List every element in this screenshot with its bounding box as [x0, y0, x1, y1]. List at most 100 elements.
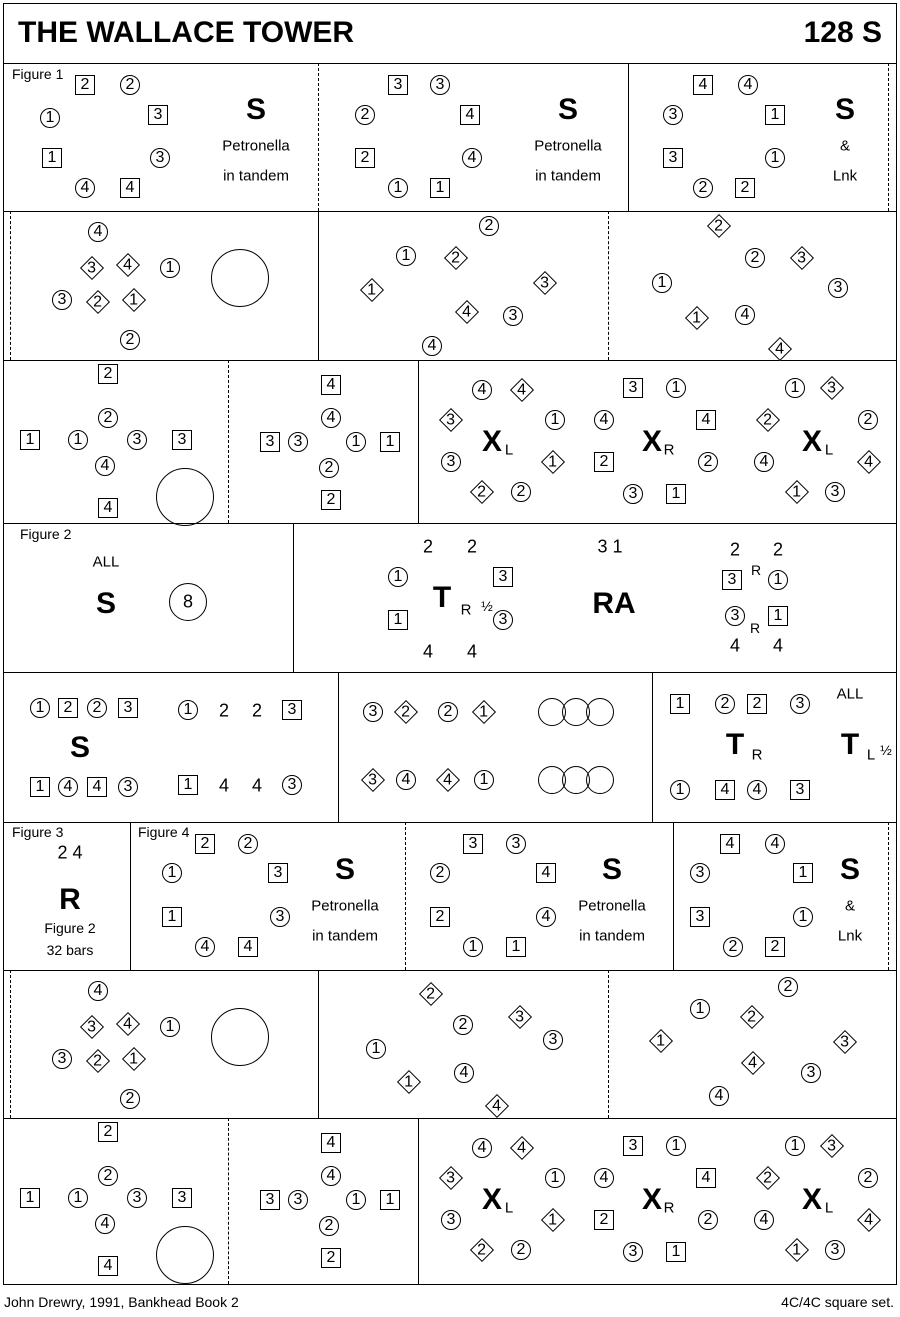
dancer-number: 3 — [695, 908, 705, 925]
dancer-number: 3 — [273, 864, 283, 881]
man-dancer: 3 — [623, 1242, 643, 1262]
dancer-number: 1 — [692, 309, 702, 326]
dancer-number: 3 — [830, 1241, 840, 1258]
woman-dancer: 4 — [321, 375, 341, 395]
link-label: Lnk — [832, 167, 858, 185]
circle-icon — [586, 766, 614, 794]
man-dancer: 4 — [754, 1210, 774, 1230]
man-dancer: 2 — [479, 216, 499, 236]
column-divider — [628, 63, 629, 211]
dancer-number: 3 — [498, 611, 508, 628]
dancer-number: 1 — [351, 1191, 361, 1208]
setting-symbol: S — [601, 853, 623, 886]
woman-dancer: 1 — [30, 777, 50, 797]
cross-symbol: X — [801, 1183, 823, 1216]
man-dancer: 1 — [785, 1136, 805, 1156]
dancer-number: 1 — [45, 109, 55, 126]
dancer-number: 2 — [93, 293, 103, 310]
in-tandem-label: in tandem — [223, 167, 289, 185]
column-divider — [888, 63, 889, 211]
dancer-number: 2 — [863, 411, 873, 428]
man-dancer: 2 — [87, 698, 107, 718]
woman-dancer: 4 — [715, 780, 735, 800]
dancer-number: 4 — [772, 635, 784, 656]
dancer-number: 4 — [752, 781, 762, 798]
column-divider — [418, 1118, 419, 1284]
man-dancer: 2 — [319, 458, 339, 478]
dancer-number: 3 — [628, 379, 638, 396]
woman-dancer: 3 — [118, 698, 138, 718]
dancer-number: 1 — [671, 1243, 681, 1260]
dancer-number: 3 — [730, 607, 740, 624]
setting-symbol: S — [839, 853, 861, 886]
man-dancer: 3 — [127, 430, 147, 450]
man-dancer: 4 — [472, 380, 492, 400]
dancer-number: 3 — [548, 1031, 558, 1048]
figure-label: Figure 1 — [12, 66, 64, 82]
dancer-number: 1 — [548, 1211, 558, 1228]
woman-dancer: 2 — [321, 1248, 341, 1268]
man-dancer: 2 — [430, 863, 450, 883]
dancer-number: 1 — [671, 379, 681, 396]
man-dancer: 4 — [75, 178, 95, 198]
dancer-number: 2 — [80, 76, 90, 93]
dancer-number: 1 — [385, 433, 395, 450]
woman-dancer: 4 — [696, 410, 716, 430]
man-dancer: 3 — [543, 1030, 563, 1050]
dancer-number: 3 — [827, 1137, 837, 1154]
column-divider — [293, 523, 294, 672]
dancer-number: 4 — [720, 781, 730, 798]
dancer-number: 1 — [550, 1169, 560, 1186]
row-divider — [3, 822, 897, 823]
column-divider — [888, 822, 889, 970]
man-dancer: 3 — [118, 777, 138, 797]
man-dancer: 3 — [288, 432, 308, 452]
dancer-number: 3 — [57, 291, 67, 308]
dancer-number: 4 — [599, 1169, 609, 1186]
dancer-number: 1 — [367, 281, 377, 298]
man-dancer: 1 — [765, 148, 785, 168]
woman-dancer: 2 — [594, 1210, 614, 1230]
man-dancer: 3 — [493, 610, 513, 630]
dancer-number: 2 — [752, 695, 762, 712]
half-label: ½ — [481, 598, 493, 614]
dancer-number: 4 — [517, 381, 527, 398]
man-dancer: 4 — [321, 1166, 341, 1186]
woman-dancer: 1 — [506, 937, 526, 957]
woman-dancer: 1 — [20, 430, 40, 450]
dancer-number: 1 — [129, 291, 139, 308]
right-label: R — [663, 1199, 675, 1217]
footer-set-type: 4C/4C square set. — [781, 1294, 894, 1310]
woman-dancer: 1 — [42, 148, 62, 168]
dancer-number: 1 — [183, 776, 193, 793]
circle-icon — [211, 1008, 269, 1066]
figure-label: Figure 3 — [12, 824, 64, 840]
dancer-number: 1 — [798, 864, 808, 881]
dancer-number: 4 — [864, 1211, 874, 1228]
man-dancer: 2 — [319, 1216, 339, 1236]
dancer-number: 3 — [57, 1050, 67, 1067]
column-divider — [130, 822, 131, 970]
dancer-number: 4 — [443, 771, 453, 788]
row-divider — [3, 1118, 897, 1119]
dancer-number: 2 — [458, 1016, 468, 1033]
dancer-number: 2 — [484, 217, 494, 234]
woman-dancer: 2 — [98, 1122, 118, 1142]
woman-dancer: 3 — [148, 105, 168, 125]
man-dancer: 3 — [270, 907, 290, 927]
dancer-number: 3 — [468, 835, 478, 852]
dancer-number: 1 — [657, 274, 667, 291]
bars-label: 32 bars — [46, 942, 94, 958]
petronella-label: Petronella — [578, 897, 646, 915]
man-dancer: 3 — [288, 1190, 308, 1210]
cross-symbol: X — [801, 425, 823, 458]
dancer-number: 3 — [87, 259, 97, 276]
column-divider — [228, 360, 229, 523]
man-dancer: 3 — [52, 290, 72, 310]
dancer-number: 1 — [385, 1191, 395, 1208]
dancer-number: 4 — [123, 256, 133, 273]
man-dancer: 2 — [698, 452, 718, 472]
dancer-number: 1 — [773, 607, 783, 624]
dancer-number: 4 — [714, 1087, 724, 1104]
dancer-number: 2 — [435, 864, 445, 881]
